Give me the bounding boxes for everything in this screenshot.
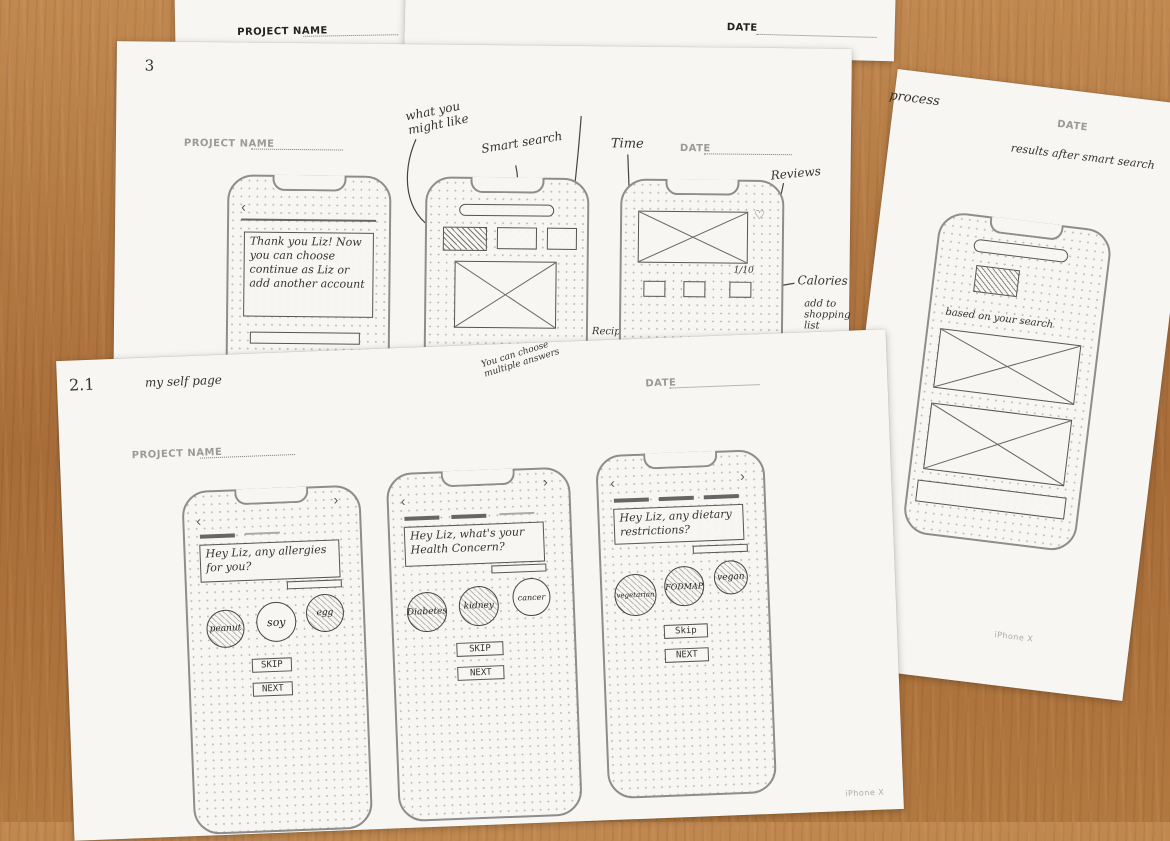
progress-bar-2 <box>659 496 694 501</box>
page-title: my self page <box>145 373 222 390</box>
skip-button[interactable]: Skip <box>664 623 709 639</box>
progress-bar-1 <box>404 516 439 521</box>
divider-bar <box>241 218 376 221</box>
note-results: results after smart search <box>1010 141 1155 172</box>
chip-vegetarian[interactable]: vegetarian <box>614 573 658 617</box>
forward-icon[interactable]: › <box>333 491 338 507</box>
phone-notch <box>643 451 718 470</box>
rating-text: 1/10 <box>734 266 754 276</box>
back-icon[interactable]: ‹ <box>610 475 615 491</box>
progress-bar-1 <box>614 497 649 502</box>
answer-field[interactable] <box>287 579 342 589</box>
next-button[interactable]: NEXT <box>457 665 505 681</box>
smart-search-bar[interactable] <box>459 204 554 217</box>
calorie-tile-1 <box>643 281 665 297</box>
sheet-number: 2.1 <box>69 375 95 395</box>
next-button[interactable]: NEXT <box>665 647 710 663</box>
note-add-to-shopping-list: add to shopping list <box>804 298 854 332</box>
project-name-label: PROJECT NAME <box>132 447 223 461</box>
result-card-2 <box>923 403 1072 487</box>
progress-bar-3 <box>704 494 739 499</box>
chip-kidney[interactable]: kidney <box>458 585 500 627</box>
note-calories: Calories <box>797 273 847 288</box>
phone-notch <box>234 487 309 506</box>
back-icon[interactable]: ‹ <box>400 493 405 509</box>
chip-peanut[interactable]: peanut <box>206 609 245 648</box>
image-placeholder <box>973 265 1020 297</box>
answer-field[interactable] <box>491 563 546 573</box>
dietary-phone: ‹ › Hey Liz, any dietary restrictions? v… <box>595 449 777 799</box>
result-card-1 <box>933 328 1081 405</box>
project-name-line <box>303 34 398 37</box>
featured-image <box>454 261 557 329</box>
welcome-message: Thank you Liz! Now you can choose contin… <box>243 232 374 318</box>
allergies-phone: ‹ › Hey Liz, any allergies for you? pean… <box>181 485 373 836</box>
note-what-you-might-like: what you might like <box>404 96 478 137</box>
phone-notch <box>988 216 1063 241</box>
answer-field[interactable] <box>693 544 748 554</box>
chip-egg[interactable]: egg <box>305 593 344 632</box>
date-line <box>757 34 877 38</box>
recommendation-tile-2[interactable] <box>497 227 537 249</box>
skip-button[interactable]: SKIP <box>252 657 293 673</box>
iphone-footer: iPhone X <box>994 630 1034 644</box>
note-reviews: Reviews <box>770 164 821 183</box>
back-icon[interactable]: ‹ <box>196 513 201 529</box>
phone-notch <box>665 179 739 196</box>
note-based-on-search: based on your search <box>944 306 1053 333</box>
chip-cancer[interactable]: cancer <box>512 577 551 616</box>
progress-bar-1 <box>200 533 235 538</box>
heart-icon[interactable]: ♡ <box>754 208 765 222</box>
date-label: DATE <box>1056 119 1088 134</box>
chip-vegan[interactable]: vegan <box>713 560 748 595</box>
phone-notch <box>470 177 544 194</box>
calorie-tile-3 <box>729 282 751 298</box>
next-button[interactable]: NEXT <box>253 681 294 697</box>
note-smart-search: Smart search <box>480 129 563 156</box>
project-name-line <box>251 149 343 151</box>
date-line <box>670 384 760 388</box>
iphone-footer: iPhone X <box>845 788 884 798</box>
chip-fodmap[interactable]: FODMAP <box>663 565 705 607</box>
sheet-2-1: 2.1 my self page PROJECT NAME DATE You c… <box>56 329 904 841</box>
progress-bar-3 <box>499 512 534 515</box>
phone-notch <box>441 469 516 488</box>
forward-icon[interactable]: › <box>740 468 745 484</box>
health-concern-phone: ‹ › Hey Liz, what's your Health Concern?… <box>386 466 583 822</box>
bottom-tabbar[interactable] <box>915 479 1067 519</box>
phone-notch <box>272 175 346 192</box>
progress-bar-2 <box>245 532 280 535</box>
note-time: Time <box>611 136 644 151</box>
note-process: process <box>888 88 940 109</box>
recommendation-tile-1[interactable] <box>443 227 487 251</box>
recipe-image <box>638 211 749 264</box>
health-question: Hey Liz, what's your Health Concern? <box>404 522 545 567</box>
skip-button[interactable]: SKIP <box>456 641 504 657</box>
right-phone: based on your search <box>901 210 1113 553</box>
back-icon[interactable]: ‹ <box>241 198 246 214</box>
date-label: DATE <box>727 22 758 34</box>
calorie-tile-2 <box>683 281 705 297</box>
search-bar[interactable] <box>973 239 1069 263</box>
continue-button[interactable] <box>250 332 360 345</box>
forward-icon[interactable]: › <box>543 473 548 489</box>
allergies-question: Hey Liz, any allergies for you? <box>199 539 340 582</box>
recommendation-tile-3[interactable] <box>547 228 577 250</box>
chip-diabetes[interactable]: Diabetes <box>406 591 448 633</box>
chip-soy[interactable]: soy <box>256 601 298 643</box>
progress-bar-2 <box>451 514 486 519</box>
dietary-question: Hey Liz, any dietary restrictions? <box>613 504 744 545</box>
sheet-number: 3 <box>145 56 155 74</box>
date-line <box>704 153 792 155</box>
